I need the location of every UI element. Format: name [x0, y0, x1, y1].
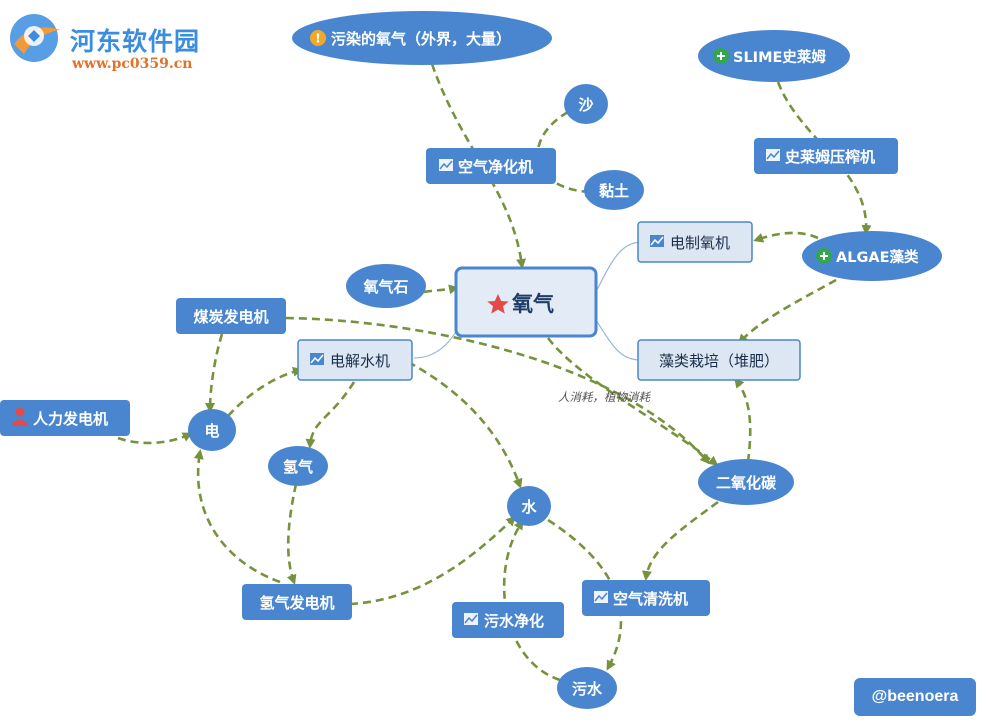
node-air-scrubber[interactable]: 空气清洗机: [582, 580, 710, 616]
node-polluted-water[interactable]: 污水: [557, 667, 617, 709]
arrow-hydrogen-generator-to-water: [349, 515, 517, 606]
node-water-sieve[interactable]: 污水净化: [452, 602, 564, 638]
node-slime-press[interactable]: 史莱姆压榨机: [754, 138, 898, 174]
arrow-manual-generator-to-power: [117, 432, 193, 445]
air-scrubber-label: 空气清洗机: [613, 590, 688, 608]
watermark-title: 河东软件园: [70, 27, 201, 56]
arrow-hydrogen-to-hydrogen-generator: [286, 483, 298, 585]
hydrogen-label: 氢气: [283, 458, 313, 476]
arrow-coal-generator-to-power: [205, 333, 224, 413]
connector-to-electrolyzer-oxygen: [595, 241, 641, 293]
electrolyzer-oxygen-label: 电制氧机: [670, 234, 730, 252]
co2-label: 二氧化碳: [716, 474, 777, 492]
arrow-algae-to-electrolyzer-oxygen: [753, 231, 819, 243]
arrow-electrolyzer-to-water: [407, 360, 523, 489]
air-purifier-label: 空气净化机: [458, 158, 533, 176]
node-slime[interactable]: SLIME史莱姆: [698, 30, 850, 82]
watermark-url: www.pc0359.cn: [72, 56, 193, 72]
central-connectors: [413, 241, 641, 361]
algae-terrarium-label: 藻类栽培（堆肥）: [659, 352, 779, 370]
svg-text:!: !: [315, 32, 320, 46]
polluted-water-label: 污水: [572, 680, 603, 698]
arrow-co2-to-terrarium: [734, 377, 752, 463]
node-central-oxygen[interactable]: 氧气: [454, 266, 598, 338]
arrow-power-to-electrolyzer: [227, 366, 303, 417]
node-power[interactable]: 电: [188, 409, 236, 451]
node-oxylite[interactable]: 氧气石: [346, 264, 426, 308]
arrow-central-to-co2: [546, 337, 719, 466]
node-electrolyzer-oxygen[interactable]: 电制氧机: [637, 221, 753, 263]
consumption-annotation: 人消耗，植物消耗: [558, 390, 651, 404]
node-polluted-oxygen[interactable]: ! 污染的氧气（外界，大量）: [292, 11, 552, 65]
arrow-polluted-water-to-water: [502, 519, 561, 682]
sand-label: 沙: [578, 96, 593, 114]
star-icon: [487, 294, 509, 314]
site-watermark: 河东软件园 www.pc0359.cn: [6, 10, 216, 72]
arrow-algae-to-terrarium: [737, 278, 837, 345]
water-sieve-label: 污水净化: [484, 612, 544, 630]
water-label: 水: [521, 498, 537, 516]
arrow-coal-generator-to-co2: [285, 316, 710, 465]
node-clay[interactable]: 黏土: [584, 170, 644, 210]
arrow-hydrogen-generator-to-power: [193, 449, 281, 584]
arrow-electrolyzer-to-hydrogen: [305, 381, 356, 449]
person-icon: [12, 407, 28, 426]
node-coal-generator[interactable]: 煤炭发电机: [176, 298, 286, 334]
arrow-co2-to-air-scrubber: [642, 500, 719, 581]
polluted-oxygen-label: 污染的氧气（外界，大量）: [331, 30, 511, 48]
power-label: 电: [204, 422, 219, 440]
slime-press-label: 史莱姆压榨机: [785, 148, 875, 166]
arrow-oxylite-to-central: [423, 284, 459, 295]
node-electrolyzer[interactable]: 电解水机: [297, 339, 413, 381]
central-label: 氧气: [512, 292, 554, 316]
node-co2[interactable]: 二氧化碳: [698, 459, 794, 505]
hydrogen-generator-label: 氢气发电机: [259, 594, 334, 612]
clay-label: 黏土: [599, 182, 629, 200]
connector-to-algae-terrarium: [595, 319, 641, 361]
node-algae[interactable]: ALGAE藻类: [802, 231, 942, 281]
arrow-sand-to-clay: [536, 110, 595, 197]
node-air-purifier[interactable]: 空气净化机: [426, 148, 556, 184]
oxylite-label: 氧气石: [362, 278, 408, 296]
coal-generator-label: 煤炭发电机: [193, 308, 268, 326]
slime-label: SLIME史莱姆: [733, 48, 826, 66]
node-hydrogen-generator[interactable]: 氢气发电机: [242, 584, 352, 620]
node-sand[interactable]: 沙: [564, 84, 608, 124]
node-algae-terrarium[interactable]: 藻类栽培（堆肥）: [637, 339, 801, 381]
manual-generator-label: 人力发电机: [33, 410, 108, 428]
node-hydrogen[interactable]: 氢气: [268, 446, 328, 486]
author-signature: @beenoera: [854, 678, 976, 716]
electrolyzer-label: 电解水机: [330, 352, 390, 370]
node-manual-generator[interactable]: 人力发电机: [0, 400, 130, 436]
node-water[interactable]: 水: [507, 486, 551, 526]
algae-label: ALGAE藻类: [836, 248, 919, 266]
warning-icon: [310, 30, 326, 46]
connector-to-electrolyzer: [413, 329, 458, 359]
site-logo-icon: [10, 14, 60, 62]
